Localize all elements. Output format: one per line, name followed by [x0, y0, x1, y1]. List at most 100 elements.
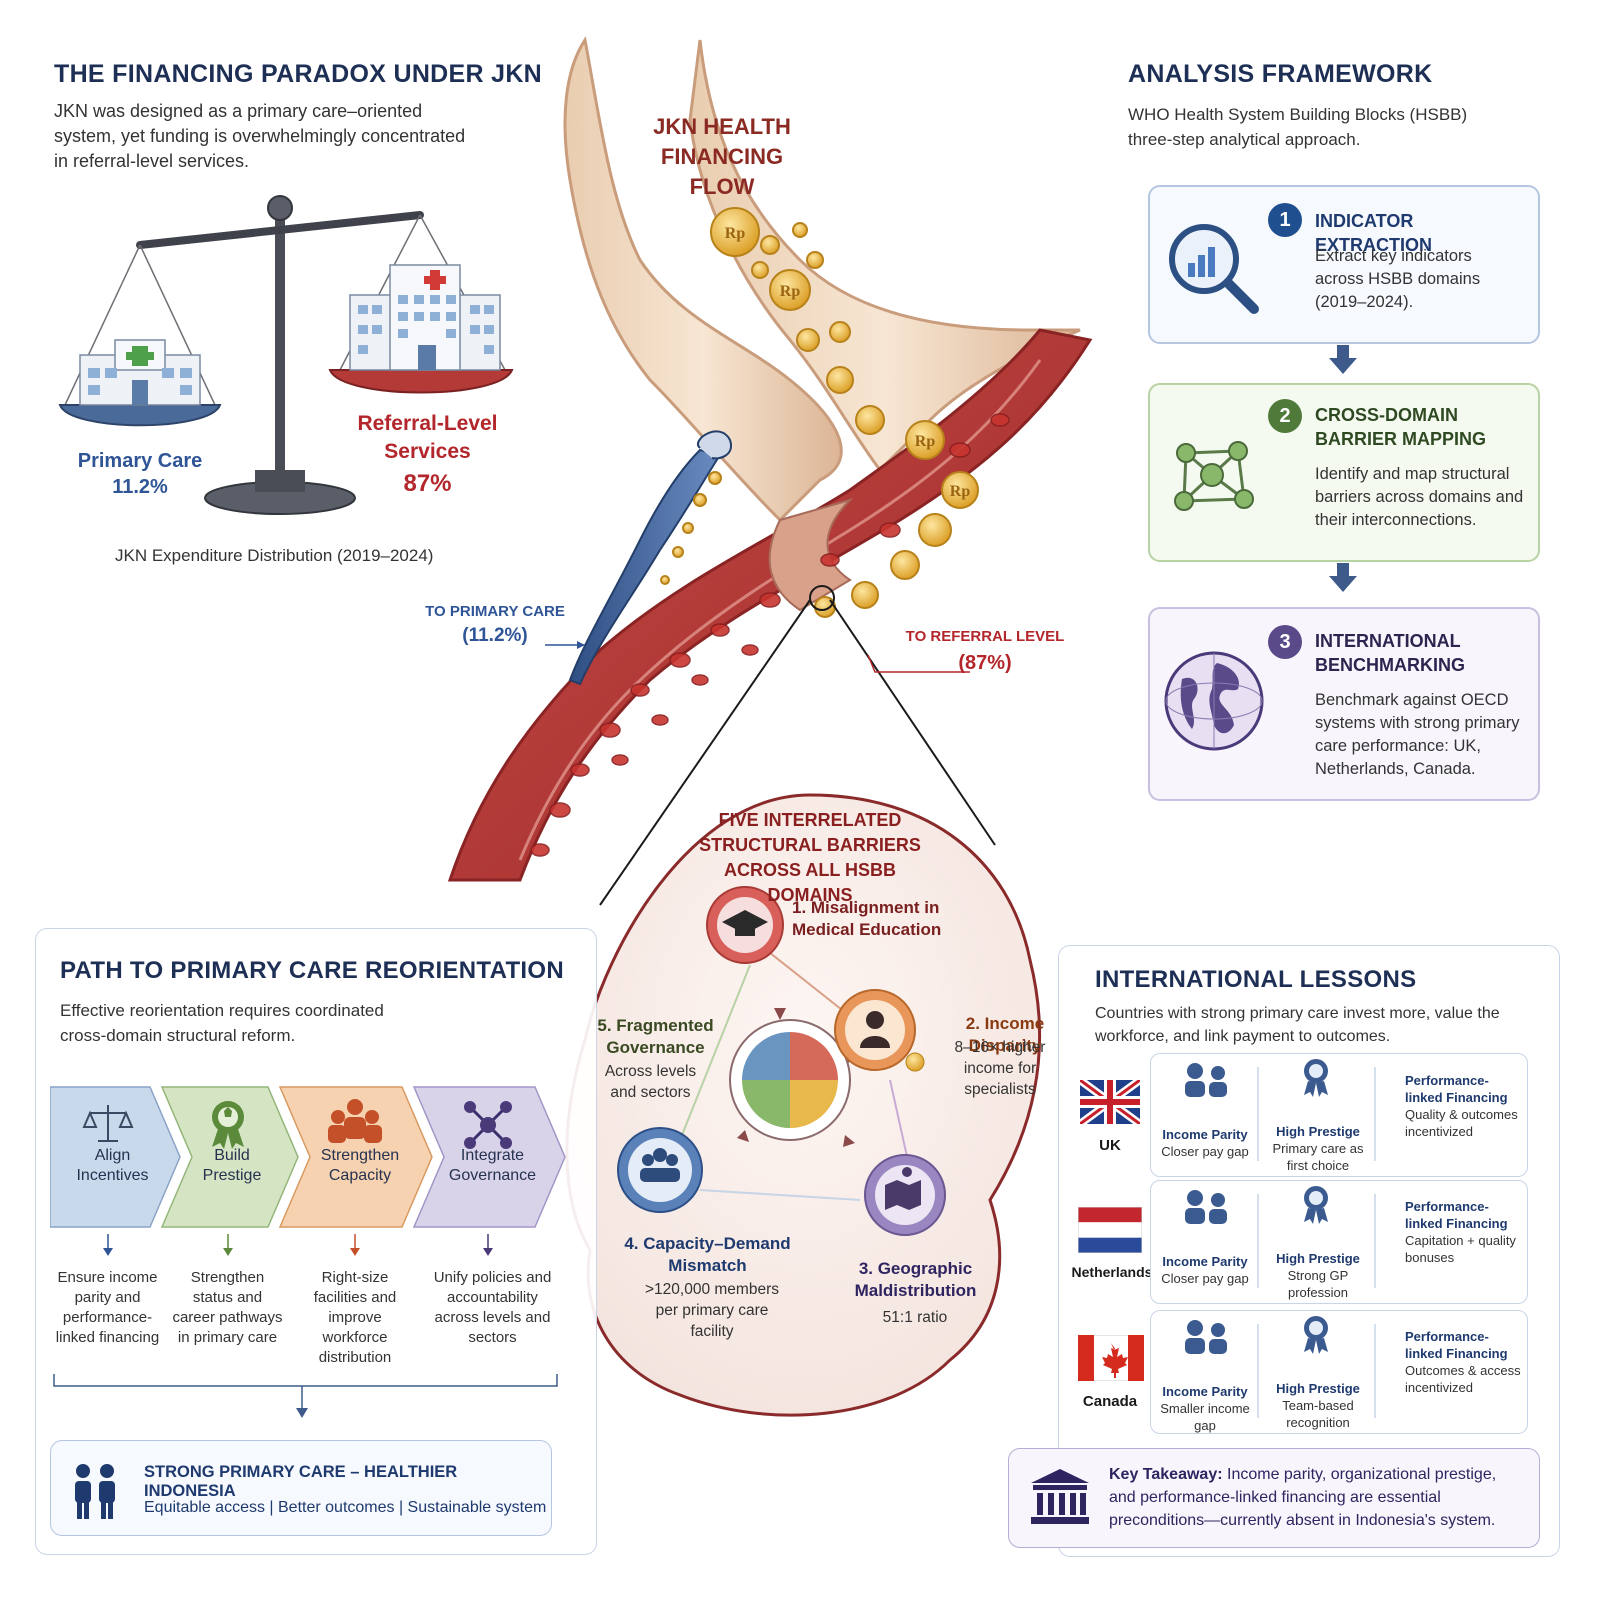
step-arrow-1 [1329, 358, 1357, 374]
income-parity-icon-nl [1185, 1190, 1227, 1224]
step-1-badge: 1 [1268, 203, 1302, 237]
takeaway-box: Key Takeaway: Income parity, organizatio… [1008, 1448, 1540, 1548]
network-icon [1174, 441, 1254, 511]
barrier-4-title: 4. Capacity–Demand Mismatch [624, 1234, 791, 1275]
uk-c3-title: Performance-linked Financing [1405, 1073, 1508, 1105]
country-netherlands: Netherlands [1071, 1264, 1153, 1280]
chevron-2-desc: Strengthen status and career pathways in… [172, 1269, 283, 1346]
barrier-5-desc: Across levels and sectors [604, 1063, 697, 1101]
step-arrow-2 [1329, 576, 1357, 592]
step-card-2: 2 CROSS-DOMAIN BARRIER MAPPING Identify … [1148, 383, 1540, 562]
primary-vessel [568, 448, 722, 686]
referral-level-name: Referral-Level Services [357, 412, 498, 463]
step-1-title: INDICATOR EXTRACTION [1315, 211, 1432, 255]
step-2-text: Identify and map structural barriers acr… [1315, 465, 1524, 529]
lesson-icons [1185, 1059, 1376, 1418]
chevron-align-incentives [50, 1086, 181, 1228]
barrier-4-desc: >120,000 members per primary care facili… [645, 1281, 779, 1340]
barrier-2-title: 2. Income Disparity [965, 1014, 1045, 1055]
svg-text:Rp: Rp [725, 225, 746, 242]
lessons-text: Countries with strong primary care inves… [1095, 1005, 1500, 1045]
expenditure-caption: JKN Expenditure Distribution (2019–2024) [115, 546, 434, 565]
ca-c3-text: Outcomes & access incentivized [1405, 1363, 1521, 1395]
ca-c1-title: Income Parity [1162, 1384, 1248, 1399]
step-3-badge: 3 [1268, 625, 1302, 659]
referral-level-value: 87% [403, 470, 452, 497]
governance-network-icon [464, 1101, 512, 1149]
referral-vessel [447, 328, 1093, 882]
country-uk: UK [1099, 1137, 1121, 1154]
prestige-ribbons [1304, 1059, 1328, 1354]
barriers-title: FIVE INTERRELATED STRUCTURAL BARRIERS AC… [699, 810, 921, 905]
takeaway-body: Income parity, organizational prestige, … [1109, 1466, 1497, 1529]
barrier-3-title: 3. Geographic Maldistribution [854, 1259, 977, 1300]
step-1-text: Extract key indicators across HSBB domai… [1315, 247, 1481, 311]
uk-c1-text: Closer pay gap [1161, 1144, 1249, 1159]
primary-care-label: Primary Care 11.2% [70, 448, 210, 500]
to-referral-text: TO REFERRAL LEVEL [905, 628, 1065, 645]
to-primary-label: TO PRIMARY CARE (11.2%) [425, 600, 565, 648]
result-text: Equitable access | Better outcomes | Sus… [144, 1499, 547, 1516]
ca-c2-text: Team-based recognition [1282, 1398, 1354, 1430]
barrier-2-desc: 8–16× higher income for specialists [954, 1039, 1046, 1098]
lessons-title: INTERNATIONAL LESSONS [1095, 966, 1417, 993]
barrier-3-desc: 51:1 ratio [882, 1309, 948, 1326]
barrier-1-title: 1. Misalignment in Medical Education [792, 898, 942, 939]
path-title: PATH TO PRIMARY CARE REORIENTATION [60, 957, 564, 984]
paradox-text: JKN was designed as a primary care–orien… [54, 101, 466, 171]
takeaway-text: Key Takeaway: Income parity, organizatio… [1109, 1463, 1524, 1532]
to-referral-value: (87%) [958, 652, 1012, 674]
to-primary-text: TO PRIMARY CARE [425, 603, 565, 620]
primary-care-value: 11.2% [112, 476, 168, 498]
award-icon [212, 1101, 244, 1149]
netherlands-flag-icon [1078, 1207, 1142, 1253]
chevron-build-prestige [160, 1086, 299, 1228]
chevron-down-arrows [103, 1234, 493, 1256]
chevron-3-label: Strengthen Capacity [320, 1147, 400, 1184]
education-node-icon [706, 886, 784, 964]
nl-c1-title: Income Parity [1162, 1254, 1248, 1269]
nl-c2-text: Strong GP profession [1287, 1268, 1349, 1300]
svg-text:Rp: Rp [950, 483, 971, 500]
step-card-1: 1 INDICATOR EXTRACTION Extract key indic… [1148, 185, 1540, 344]
puzzle-center-icon [729, 1019, 851, 1141]
institution-icon [1031, 1469, 1089, 1524]
capacity-node-icon [617, 1127, 703, 1213]
chevron-1-desc: Ensure income parity and performance-lin… [55, 1269, 160, 1346]
referral-level-label: Referral-Level Services 87% [340, 410, 515, 498]
magnifier-chart-icon [1169, 224, 1259, 314]
nl-c3-title: Performance-linked Financing [1405, 1199, 1508, 1231]
chevron-strengthen-capacity [278, 1086, 433, 1228]
step-arrow-1-stem [1337, 345, 1349, 359]
balance-scale-illustration [58, 195, 514, 515]
nl-c3-text: Capitation + quality bonuses [1405, 1233, 1516, 1265]
barrier-5-title: 5. Fragmented Governance [597, 1016, 714, 1057]
uk-c2-text: Primary care as first choice [1272, 1141, 1364, 1173]
to-referral-label: TO REFERRAL LEVEL (87%) [900, 624, 1070, 676]
step-card-3: 3 INTERNATIONAL BENCHMARKING Benchmark a… [1148, 607, 1540, 801]
ca-c2-title: High Prestige [1276, 1381, 1360, 1396]
framework-text: WHO Health System Building Blocks (HSBB)… [1128, 105, 1468, 149]
step-3-text: Benchmark against OECD systems with stro… [1315, 691, 1520, 778]
path-chevrons [50, 1086, 566, 1228]
uk-flag-icon [1080, 1080, 1140, 1124]
svg-text:Rp: Rp [780, 283, 801, 300]
primary-care-name: Primary Care [77, 450, 203, 472]
step-2-title: CROSS-DOMAIN BARRIER MAPPING [1315, 405, 1487, 449]
nl-c2-title: High Prestige [1276, 1251, 1360, 1266]
upper-vessel [563, 36, 843, 523]
income-node-icon [834, 989, 925, 1072]
family-icon [75, 1464, 115, 1519]
ca-c1-text: Smaller income gap [1160, 1401, 1250, 1433]
coin-flow [660, 207, 979, 618]
